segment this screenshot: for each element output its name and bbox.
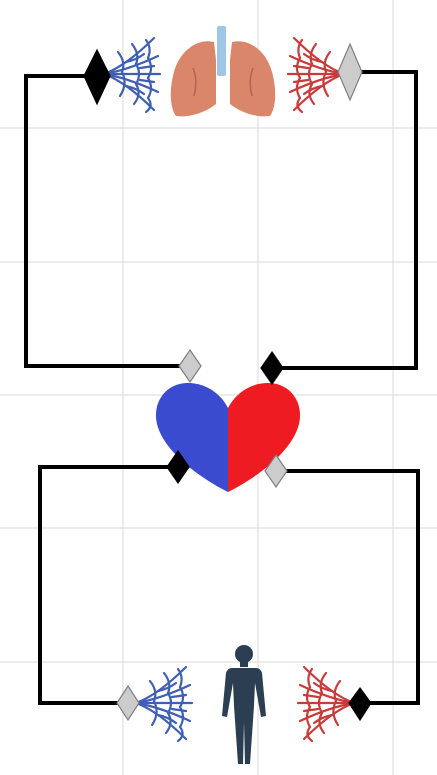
heart-top-left-valve-diamond [179, 350, 201, 382]
pulmonary-loop-right [272, 72, 416, 368]
heart-top-right-valve-diamond [261, 352, 283, 384]
body-venous-capillary-icon [136, 667, 192, 741]
lungs-outflow-valve-diamond [338, 44, 362, 100]
systemic-loop-right [276, 471, 418, 703]
body-outflow-valve-diamond [349, 688, 371, 720]
body-inflow-valve-diamond [117, 686, 139, 720]
lungs-venous-capillary-icon [104, 38, 160, 112]
body-arterial-capillary-icon [298, 667, 354, 741]
lungs-icon [171, 26, 275, 116]
lungs-arterial-capillary-icon [288, 38, 344, 112]
systemic-loop-left [40, 467, 178, 703]
lungs-inflow-valve-diamond [84, 50, 110, 104]
pulmonary-return-loop-left [26, 76, 190, 366]
human-body-icon [222, 645, 266, 764]
